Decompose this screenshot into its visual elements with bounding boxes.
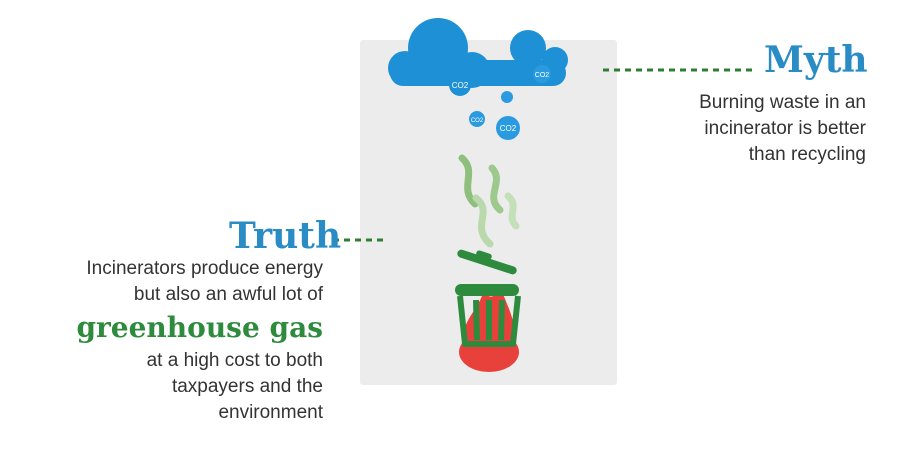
truth-heading: Truth bbox=[229, 215, 342, 257]
truth-line: taxpayers and the bbox=[171, 376, 323, 397]
myth-line: Burning waste in an bbox=[699, 92, 866, 113]
truth-line: but also an awful lot of bbox=[133, 284, 323, 305]
co2-bubble-icon bbox=[501, 91, 513, 103]
co2-label: CO2 bbox=[535, 72, 550, 79]
co2-bubble-icon: CO2 bbox=[449, 74, 471, 96]
truth-line: environment bbox=[218, 402, 323, 423]
co2-label: CO2 bbox=[452, 81, 469, 90]
myth-line: than recycling bbox=[748, 144, 866, 165]
trash-bin-icon bbox=[457, 249, 517, 275]
co2-bubble-icon: CO2 bbox=[469, 111, 485, 127]
myth-description: Burning waste in an incinerator is bette… bbox=[626, 90, 866, 168]
cloud-icon bbox=[388, 18, 568, 88]
myth-line: incinerator is better bbox=[704, 118, 866, 139]
co2-bubble-icon: CO2 bbox=[533, 65, 551, 83]
co2-bubble-icon: CO2 bbox=[496, 116, 520, 140]
truth-line: at a high cost to both bbox=[146, 350, 323, 371]
myth-heading: Myth bbox=[764, 39, 868, 81]
trash-bin-icon bbox=[455, 284, 521, 347]
truth-line: Incinerators produce energy bbox=[86, 258, 323, 279]
co2-label: CO2 bbox=[500, 124, 517, 133]
smoke-icon bbox=[458, 154, 520, 248]
greenhouse-gas-highlight: greenhouse gas bbox=[76, 311, 323, 344]
truth-description: Incinerators produce energy but also an … bbox=[3, 256, 323, 426]
co2-label: CO2 bbox=[471, 118, 484, 124]
